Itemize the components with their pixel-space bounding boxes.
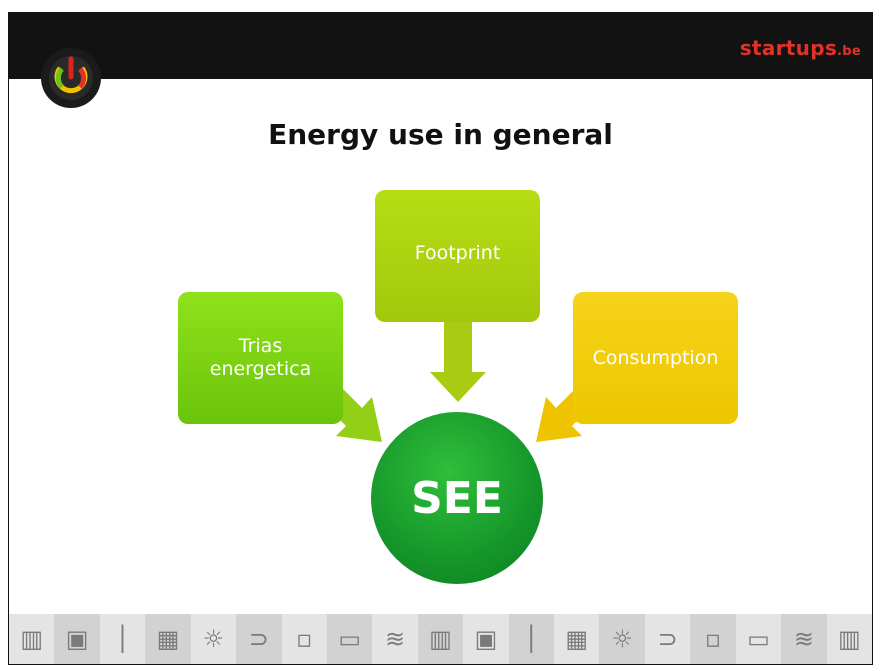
radiator-icon: ▥ [417,614,464,664]
plug-icon: ⊃ [236,614,282,664]
boiler-icon: ▣ [54,614,100,664]
socket-icon: ▫ [690,614,736,664]
box-trias-energetica: Trias energetica [178,292,343,424]
header-bar [9,13,872,79]
arrow-footprint [430,322,486,402]
brand-suffix: .be [837,44,861,59]
socket-icon: ▫ [281,614,327,664]
thermometer-icon: │ [508,614,555,664]
paper-stack-icon: ≋ [372,614,418,664]
brand-logo: startups.be [740,36,861,60]
start2act-logo [41,48,101,108]
slide-title: Energy use in general [268,118,613,151]
footer-icon-strip: ▥ ▣ │ ▦ ☼ ⊃ ▫ ▭ ≋ ▥ ▣ │ ▦ ☼ ⊃ ▫ ▭ ≋ ▥ [9,614,873,664]
brand-main: startups [739,36,838,60]
laptop-icon: ▭ [735,614,782,664]
paper-stack-icon: ≋ [781,614,827,664]
thermometer-icon: │ [99,614,146,664]
radiator-icon: ▥ [9,614,55,664]
bulb-icon: ☼ [190,614,237,664]
box-footprint: Footprint [375,190,540,322]
box-consumption: Consumption [573,292,738,424]
bulb-icon: ☼ [599,614,645,664]
plug-icon: ⊃ [644,614,691,664]
boiler-icon: ▣ [463,614,509,664]
center-circle-see: SEE [371,412,543,584]
laptop-icon: ▭ [326,614,373,664]
radiator-icon: ▥ [826,614,873,664]
heater-icon: ▦ [554,614,600,664]
heater-icon: ▦ [145,614,191,664]
